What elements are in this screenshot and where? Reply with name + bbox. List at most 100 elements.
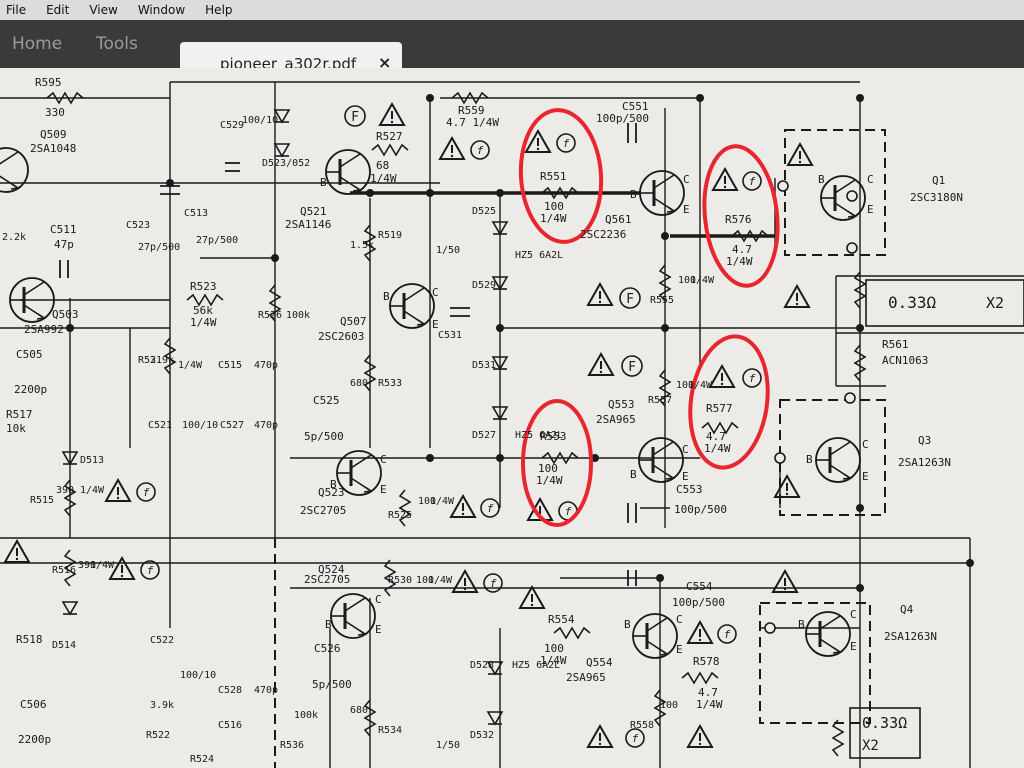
label-R530v: 100 — [416, 575, 434, 586]
label-Q561: Q561 — [605, 213, 632, 226]
label-R559v: 4.7 1/4W — [446, 116, 499, 129]
label-2200p: 2200p — [14, 383, 47, 396]
label-R527: R527 — [376, 130, 403, 143]
label-R527p: 1/4W — [370, 172, 397, 185]
label-R559: R559 — [458, 104, 485, 117]
pin-B-8: B — [325, 618, 332, 631]
schematic-dots — [66, 94, 974, 592]
label-C553: C553 — [676, 483, 703, 496]
label-C516: C516 — [218, 720, 242, 731]
label-R577p: 1/4W — [704, 442, 731, 455]
label-3.9k: 3.9k — [150, 700, 174, 711]
label-Q507: Q507 — [340, 315, 367, 328]
label-R518: R518 — [16, 633, 43, 646]
schematic-open-terminals — [764, 180, 858, 634]
label-C522: C522 — [150, 635, 174, 646]
red-highlight-marks — [518, 108, 780, 527]
label-D529: D529 — [472, 280, 496, 291]
pin-C-3: C — [867, 173, 874, 186]
label-47p: 47p — [54, 238, 74, 251]
label-C513v: 27p/500 — [196, 235, 238, 246]
menu-window[interactable]: Window — [137, 3, 186, 17]
label-Q521: Q521 — [300, 205, 327, 218]
label-R558: R558 — [630, 720, 654, 731]
label-R524: R524 — [190, 754, 214, 765]
label-R521p: 1/4W — [178, 360, 203, 371]
label-R554: R554 — [548, 613, 575, 626]
label-R554p: 1/4W — [540, 654, 567, 667]
pin-E-8: E — [375, 623, 382, 636]
close-tab-button[interactable]: × — [378, 53, 392, 72]
label-C522v: 100/10 — [180, 670, 216, 681]
label-R576p: 1/4W — [726, 255, 753, 268]
label-R534: R534 — [378, 725, 402, 736]
label-330: 330 — [45, 106, 65, 119]
label-Q503: Q503 — [52, 308, 79, 321]
menu-edit[interactable]: Edit — [46, 3, 70, 17]
label-ACN1063: ACN1063 — [882, 354, 928, 367]
tab-bar: Home Tools pioneer_a302r.pdf × — [0, 20, 1024, 88]
label-C523: C523 — [126, 220, 150, 231]
tab-home[interactable]: Home — [12, 34, 63, 54]
menu-view[interactable]: View — [89, 3, 118, 17]
label-C521: C521 — [148, 420, 172, 431]
pin-E-6: E — [862, 470, 869, 483]
label-2200p-b: 2200p — [18, 733, 51, 746]
label-470p-a: 470p — [254, 360, 278, 371]
label-C527: C527 — [220, 420, 244, 431]
label-R551: R551 — [540, 170, 567, 183]
menu-help[interactable]: Help — [205, 3, 233, 17]
label-Q521t: 2SA1146 — [285, 218, 331, 231]
label-HZ-3: HZ5 6A2L — [512, 660, 560, 671]
label-R527v: 68 — [376, 159, 389, 172]
label-Q524: Q524 — [318, 563, 345, 576]
label-R519: R519 — [378, 230, 402, 241]
label-470p-b: 470p — [254, 420, 278, 431]
tab-tools[interactable]: Tools — [96, 34, 138, 54]
label-HZ-2: HZ5 6A2L — [515, 430, 563, 441]
label-R561: R561 — [882, 338, 909, 351]
label-C554: C554 — [686, 580, 713, 593]
pin-B-6: B — [806, 453, 813, 466]
pin-C-8: C — [375, 593, 382, 606]
pin-B-7: B — [330, 478, 337, 491]
pin-C-9: C — [676, 613, 683, 626]
pin-B-4: B — [383, 290, 390, 303]
document-viewer[interactable]: f F — [0, 68, 1024, 768]
label-Q509t: 2SA1048 — [30, 142, 76, 155]
label-10k: 10k — [6, 422, 26, 435]
pin-B-5: B — [630, 468, 637, 481]
label-C551v: 100p/500 — [596, 112, 649, 125]
pin-E-9: E — [676, 643, 683, 656]
label-R555p: 1/4W — [690, 275, 715, 286]
label-0.33-ohm: 0.33Ω — [888, 293, 937, 312]
label-Q561t: 2SC2236 — [580, 228, 626, 241]
label-D513: D513 — [80, 455, 104, 466]
label-Q4t: 2SA1263N — [884, 630, 937, 643]
label-C525v: 5p/500 — [304, 430, 344, 443]
label-R515: R515 — [30, 495, 54, 506]
label-R576v: 4.7 — [732, 243, 752, 256]
label-R525: R525 — [388, 510, 412, 521]
pin-B-2: B — [630, 188, 637, 201]
pin-C-2: C — [683, 173, 690, 186]
label-X2-b: X2 — [862, 738, 879, 754]
label-Q503t: 2SA992 — [24, 323, 64, 336]
schematic-labels: R595 330 Q509 2SA1048 C529 100/10 D523/0… — [2, 76, 1004, 765]
label-R595: R595 — [35, 76, 62, 89]
label-0.33-ohm-b: 0.33Ω — [862, 714, 907, 732]
label-Q553: Q553 — [608, 398, 635, 411]
label-Q1t: 2SC3180N — [910, 191, 963, 204]
label-R517: R517 — [6, 408, 33, 421]
menu-file[interactable]: File — [6, 3, 27, 17]
pin-C-6: C — [862, 438, 869, 451]
label-R555: R555 — [650, 295, 674, 306]
label-Q524t: 2SC2705 — [304, 573, 350, 586]
label-R530: R530 — [388, 575, 412, 586]
label-D528: D528 — [470, 660, 494, 671]
pin-E-3: E — [867, 203, 874, 216]
label-C551: C551 — [622, 100, 649, 113]
label-C523v: 27p/500 — [138, 242, 180, 253]
pin-B-1: B — [320, 176, 327, 189]
pin-C-7: C — [380, 453, 387, 466]
